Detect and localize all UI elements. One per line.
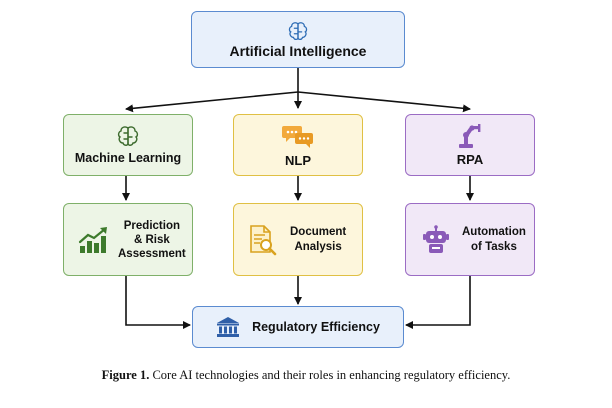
node-regulatory-efficiency: Regulatory Efficiency xyxy=(192,306,404,348)
robot-icon xyxy=(422,224,450,255)
brain-icon xyxy=(116,125,140,147)
node-label: Regulatory Efficiency xyxy=(252,320,380,334)
figure-caption: Figure 1. Core AI technologies and their… xyxy=(0,368,612,383)
figure-caption-text: Core AI technologies and their roles in … xyxy=(152,368,511,382)
node-label-line-2: Analysis xyxy=(294,240,342,253)
robotic-arm-icon xyxy=(456,123,484,149)
node-label: Prediction & Risk Assessment xyxy=(118,219,186,261)
node-label-line-2: of Tasks xyxy=(471,240,517,253)
node-label-line-2: & Risk xyxy=(133,233,170,246)
node-label: Artificial Intelligence xyxy=(229,42,367,59)
node-label: Automation of Tasks xyxy=(462,225,526,255)
node-prediction-risk-assessment: Prediction & Risk Assessment xyxy=(63,203,193,276)
arrow-prediction-to-regulatory xyxy=(125,276,191,329)
node-automation-of-tasks: Automation of Tasks xyxy=(405,203,535,276)
node-label-line-3: Assessment xyxy=(118,247,186,260)
brain-icon xyxy=(287,21,309,41)
node-label: RPA xyxy=(456,152,484,167)
chat-bubbles-icon xyxy=(281,123,315,149)
node-nlp: NLP xyxy=(233,114,363,176)
node-artificial-intelligence: Artificial Intelligence xyxy=(191,11,405,68)
node-rpa: RPA xyxy=(405,114,535,176)
node-label-line-1: Document xyxy=(290,225,347,238)
growth-chart-icon xyxy=(78,225,110,255)
document-search-icon xyxy=(248,224,278,256)
node-document-analysis: Document Analysis xyxy=(233,203,363,276)
node-label-line-1: Automation xyxy=(462,225,526,238)
arrow-automation-to-regulatory xyxy=(405,276,471,329)
figure-caption-label: Figure 1. xyxy=(101,368,150,382)
arrow-ai-to-rpa xyxy=(297,91,471,113)
node-label: NLP xyxy=(285,152,311,168)
bank-building-icon xyxy=(216,316,240,338)
node-label: Document Analysis xyxy=(290,225,346,255)
node-label: Machine Learning xyxy=(74,151,182,165)
node-label-line-1: Prediction xyxy=(123,219,180,232)
arrow-ai-to-ml xyxy=(125,91,299,113)
node-machine-learning: Machine Learning xyxy=(63,114,193,176)
